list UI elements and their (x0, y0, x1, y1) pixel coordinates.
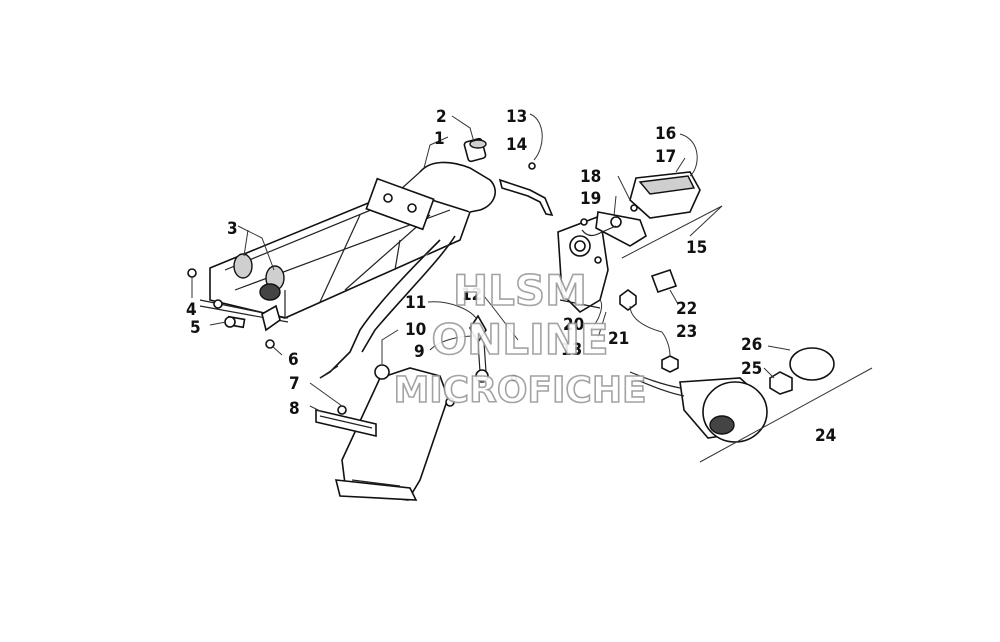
callout-labels: 1 2 3 4 5 6 7 8 9 10 11 12 13 13 14 15 1… (186, 107, 836, 446)
rubber-bumper (233, 253, 285, 301)
callout-5: 5 (190, 318, 201, 338)
callout-21: 21 (608, 329, 629, 349)
watermark: HLSM ONLINE MICROFICHE (393, 265, 648, 412)
footrest-bracket (315, 364, 455, 501)
callout-14: 14 (506, 135, 527, 155)
callout-16: 16 (655, 124, 676, 144)
bolt (224, 315, 246, 329)
callout-4: 4 (186, 300, 197, 320)
lock-nut (187, 268, 197, 278)
callout-7: 7 (289, 374, 300, 394)
callout-22: 22 (676, 299, 697, 319)
callout-12: 12 (461, 285, 482, 305)
callout-13-lower: 13 (561, 340, 582, 360)
watermark-line-1: HLSM (453, 266, 587, 315)
callout-2: 2 (436, 107, 447, 127)
callout-24: 24 (815, 426, 836, 446)
callout-23: 23 (676, 322, 697, 342)
callout-18: 18 (580, 167, 601, 187)
watermark-line-3: MICROFICHE (393, 370, 646, 411)
bracket (498, 162, 554, 217)
watermark-line-2: ONLINE (431, 315, 608, 364)
callout-10: 10 (405, 320, 426, 340)
callout-20: 20 (563, 315, 584, 335)
callout-25: 25 (741, 359, 762, 379)
cap (463, 137, 487, 163)
leader-lines (191, 113, 873, 463)
callout-19: 19 (580, 189, 601, 209)
link-rod (469, 314, 518, 383)
callout-26: 26 (741, 335, 762, 355)
callout-9: 9 (414, 342, 425, 362)
turn-signal-assembly (629, 347, 835, 443)
callout-8: 8 (289, 399, 300, 419)
callout-11: 11 (405, 293, 426, 313)
reflector (650, 268, 678, 294)
callout-3: 3 (227, 219, 238, 239)
callout-1: 1 (434, 129, 445, 149)
callout-13-upper: 13 (506, 107, 527, 127)
nut (619, 289, 679, 373)
callout-6: 6 (288, 350, 299, 370)
callout-15: 15 (686, 238, 707, 258)
taillight-assembly (581, 171, 701, 247)
callout-17: 17 (655, 147, 676, 167)
